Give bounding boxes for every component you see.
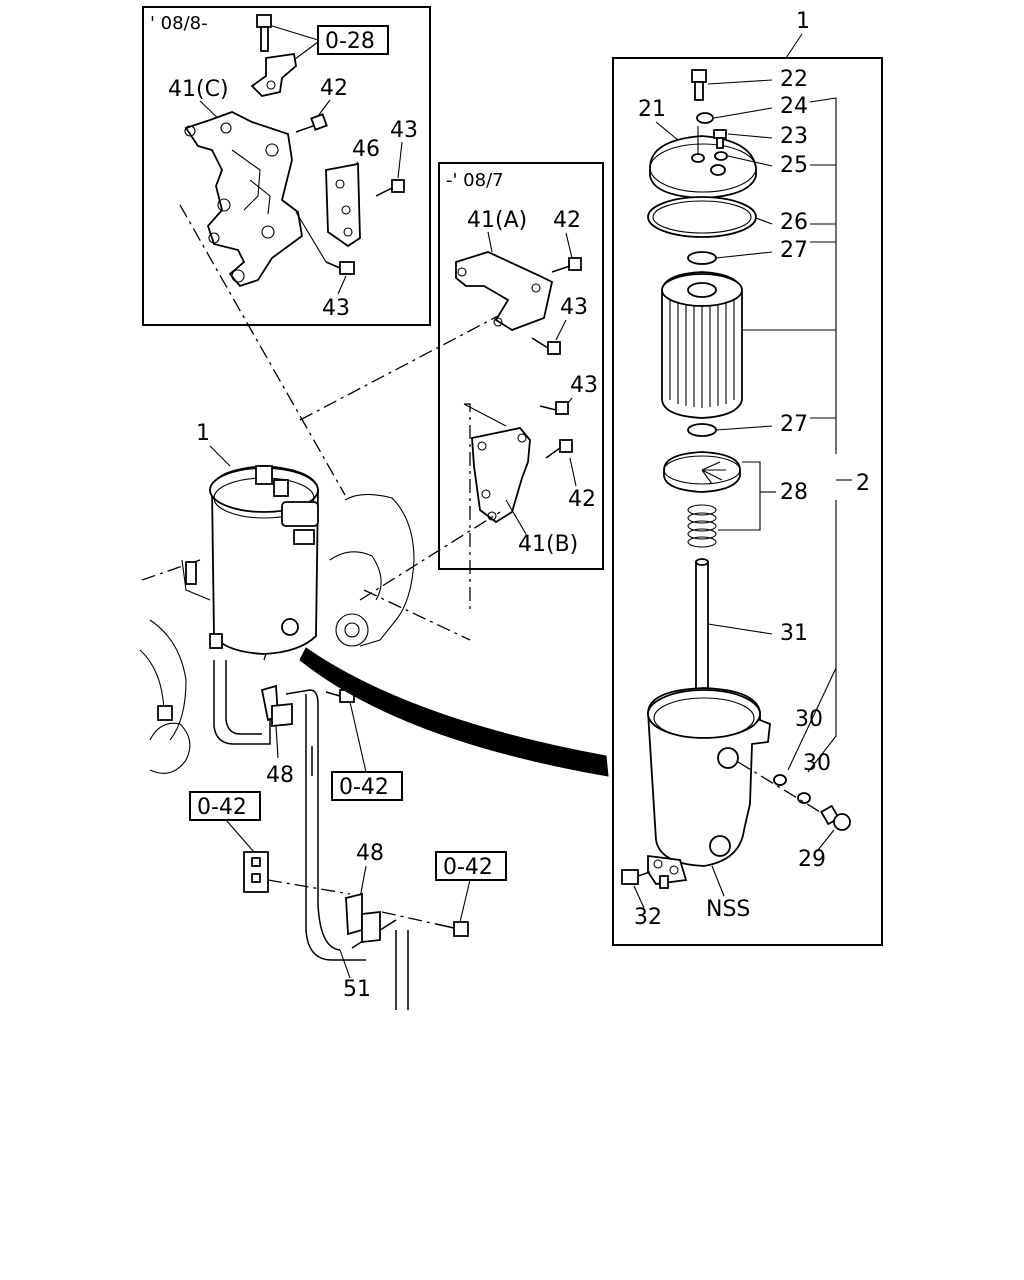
label-48-lower: 48 [356, 841, 384, 866]
washer-25-icon [714, 151, 728, 161]
label-30-upper: 30 [795, 707, 823, 732]
label-42-inset-a: 42 [553, 208, 581, 233]
label-41c: 41(C) [168, 77, 229, 102]
label-2: 2 [856, 471, 870, 496]
label-42-inset-c: 42 [320, 76, 348, 101]
bolt-icon [256, 14, 272, 52]
ref-0-42-upper[interactable]: 0-42 [339, 775, 389, 800]
ref-0-42-left[interactable]: 0-42 [197, 795, 247, 820]
ref-0-28[interactable]: 0-28 [325, 29, 375, 54]
label-22: 22 [780, 67, 808, 92]
bolt-42-icon [295, 113, 328, 133]
label-1-assembly: 1 [196, 421, 210, 446]
filter-element-icon [661, 271, 743, 419]
bolt-32-icon [621, 869, 651, 885]
inset-late-label: ' 08/8- [150, 13, 208, 34]
ref-box-0-42-left[interactable] [189, 791, 261, 821]
label-26: 26 [780, 210, 808, 235]
washer-30a-icon [773, 774, 787, 786]
bracket-top-icon [250, 52, 297, 97]
plug-icon [157, 705, 173, 721]
bolt-lower-icon [435, 921, 469, 937]
seal-27-upper-icon [687, 251, 717, 265]
washer-30b-icon [797, 792, 811, 804]
inset-late-model: ' 08/8- 0-28 41(C) 42 [142, 6, 431, 326]
label-43-inset-b: 43 [570, 373, 598, 398]
label-23: 23 [780, 124, 808, 149]
bracket-41a-icon [455, 251, 554, 331]
label-nss: NSS [706, 897, 750, 922]
label-21: 21 [638, 97, 666, 122]
bolt-42b-icon [545, 439, 573, 459]
label-28: 28 [780, 480, 808, 505]
label-32: 32 [634, 905, 662, 930]
clip-48-upper-icon [260, 684, 293, 727]
plate-46-icon [325, 162, 361, 248]
label-41a: 41(A) [467, 208, 527, 233]
label-42-inset-b: 42 [568, 487, 596, 512]
label-43-inset-c2: 43 [322, 296, 350, 321]
label-43-inset-c1: 43 [390, 118, 418, 143]
fuel-filter-canister-icon [209, 465, 319, 655]
ref-0-42-lower[interactable]: 0-42 [443, 855, 493, 880]
bolt-43a-icon [531, 337, 561, 355]
label-46: 46 [352, 137, 380, 162]
bolt-43b-icon [539, 401, 569, 415]
label-27-lower: 27 [780, 412, 808, 437]
label-29: 29 [798, 847, 826, 872]
bolt-42a-icon [551, 257, 582, 273]
pointer-arrow-icon [299, 647, 609, 777]
ref-box-0-42-upper[interactable] [331, 771, 403, 801]
inset-early-model: -' 08/7 41(A) 42 43 43 [438, 162, 604, 610]
clip-48-lower-icon [345, 892, 381, 944]
label-30-lower: 30 [803, 751, 831, 776]
plug-23-icon [713, 129, 727, 149]
label-1-top: 1 [796, 9, 810, 34]
fuel-line-icon [213, 660, 271, 745]
label-48-upper: 48 [266, 763, 294, 788]
bolt-22-icon [691, 69, 707, 101]
label-31: 31 [780, 621, 808, 646]
bolt-43-icon [375, 179, 405, 197]
label-51: 51 [343, 977, 371, 1002]
valve-28-icon [663, 451, 741, 493]
connector-block-icon [243, 851, 269, 893]
plug-29-icon [820, 804, 851, 831]
seal-27-lower-icon [687, 423, 717, 437]
washer-24-icon [696, 112, 714, 124]
label-27-upper: 27 [780, 238, 808, 263]
inset-early-label: -' 08/7 [446, 170, 504, 191]
ref-box-0-42-lower[interactable] [435, 851, 507, 881]
oring-26-icon [647, 196, 757, 238]
bracket-41c-icon [184, 111, 303, 288]
label-24: 24 [780, 94, 808, 119]
exploded-view: 1 2 22 24 21 [612, 9, 883, 946]
cover-21-icon [649, 126, 757, 199]
spring-28-icon [687, 504, 717, 548]
label-41b: 41(B) [518, 532, 578, 557]
label-43-inset-a: 43 [560, 295, 588, 320]
filter-housing-icon [647, 687, 771, 889]
main-assembly: 1 [139, 204, 609, 1010]
bolt-43-lower-icon [325, 261, 355, 275]
label-25: 25 [780, 153, 808, 178]
